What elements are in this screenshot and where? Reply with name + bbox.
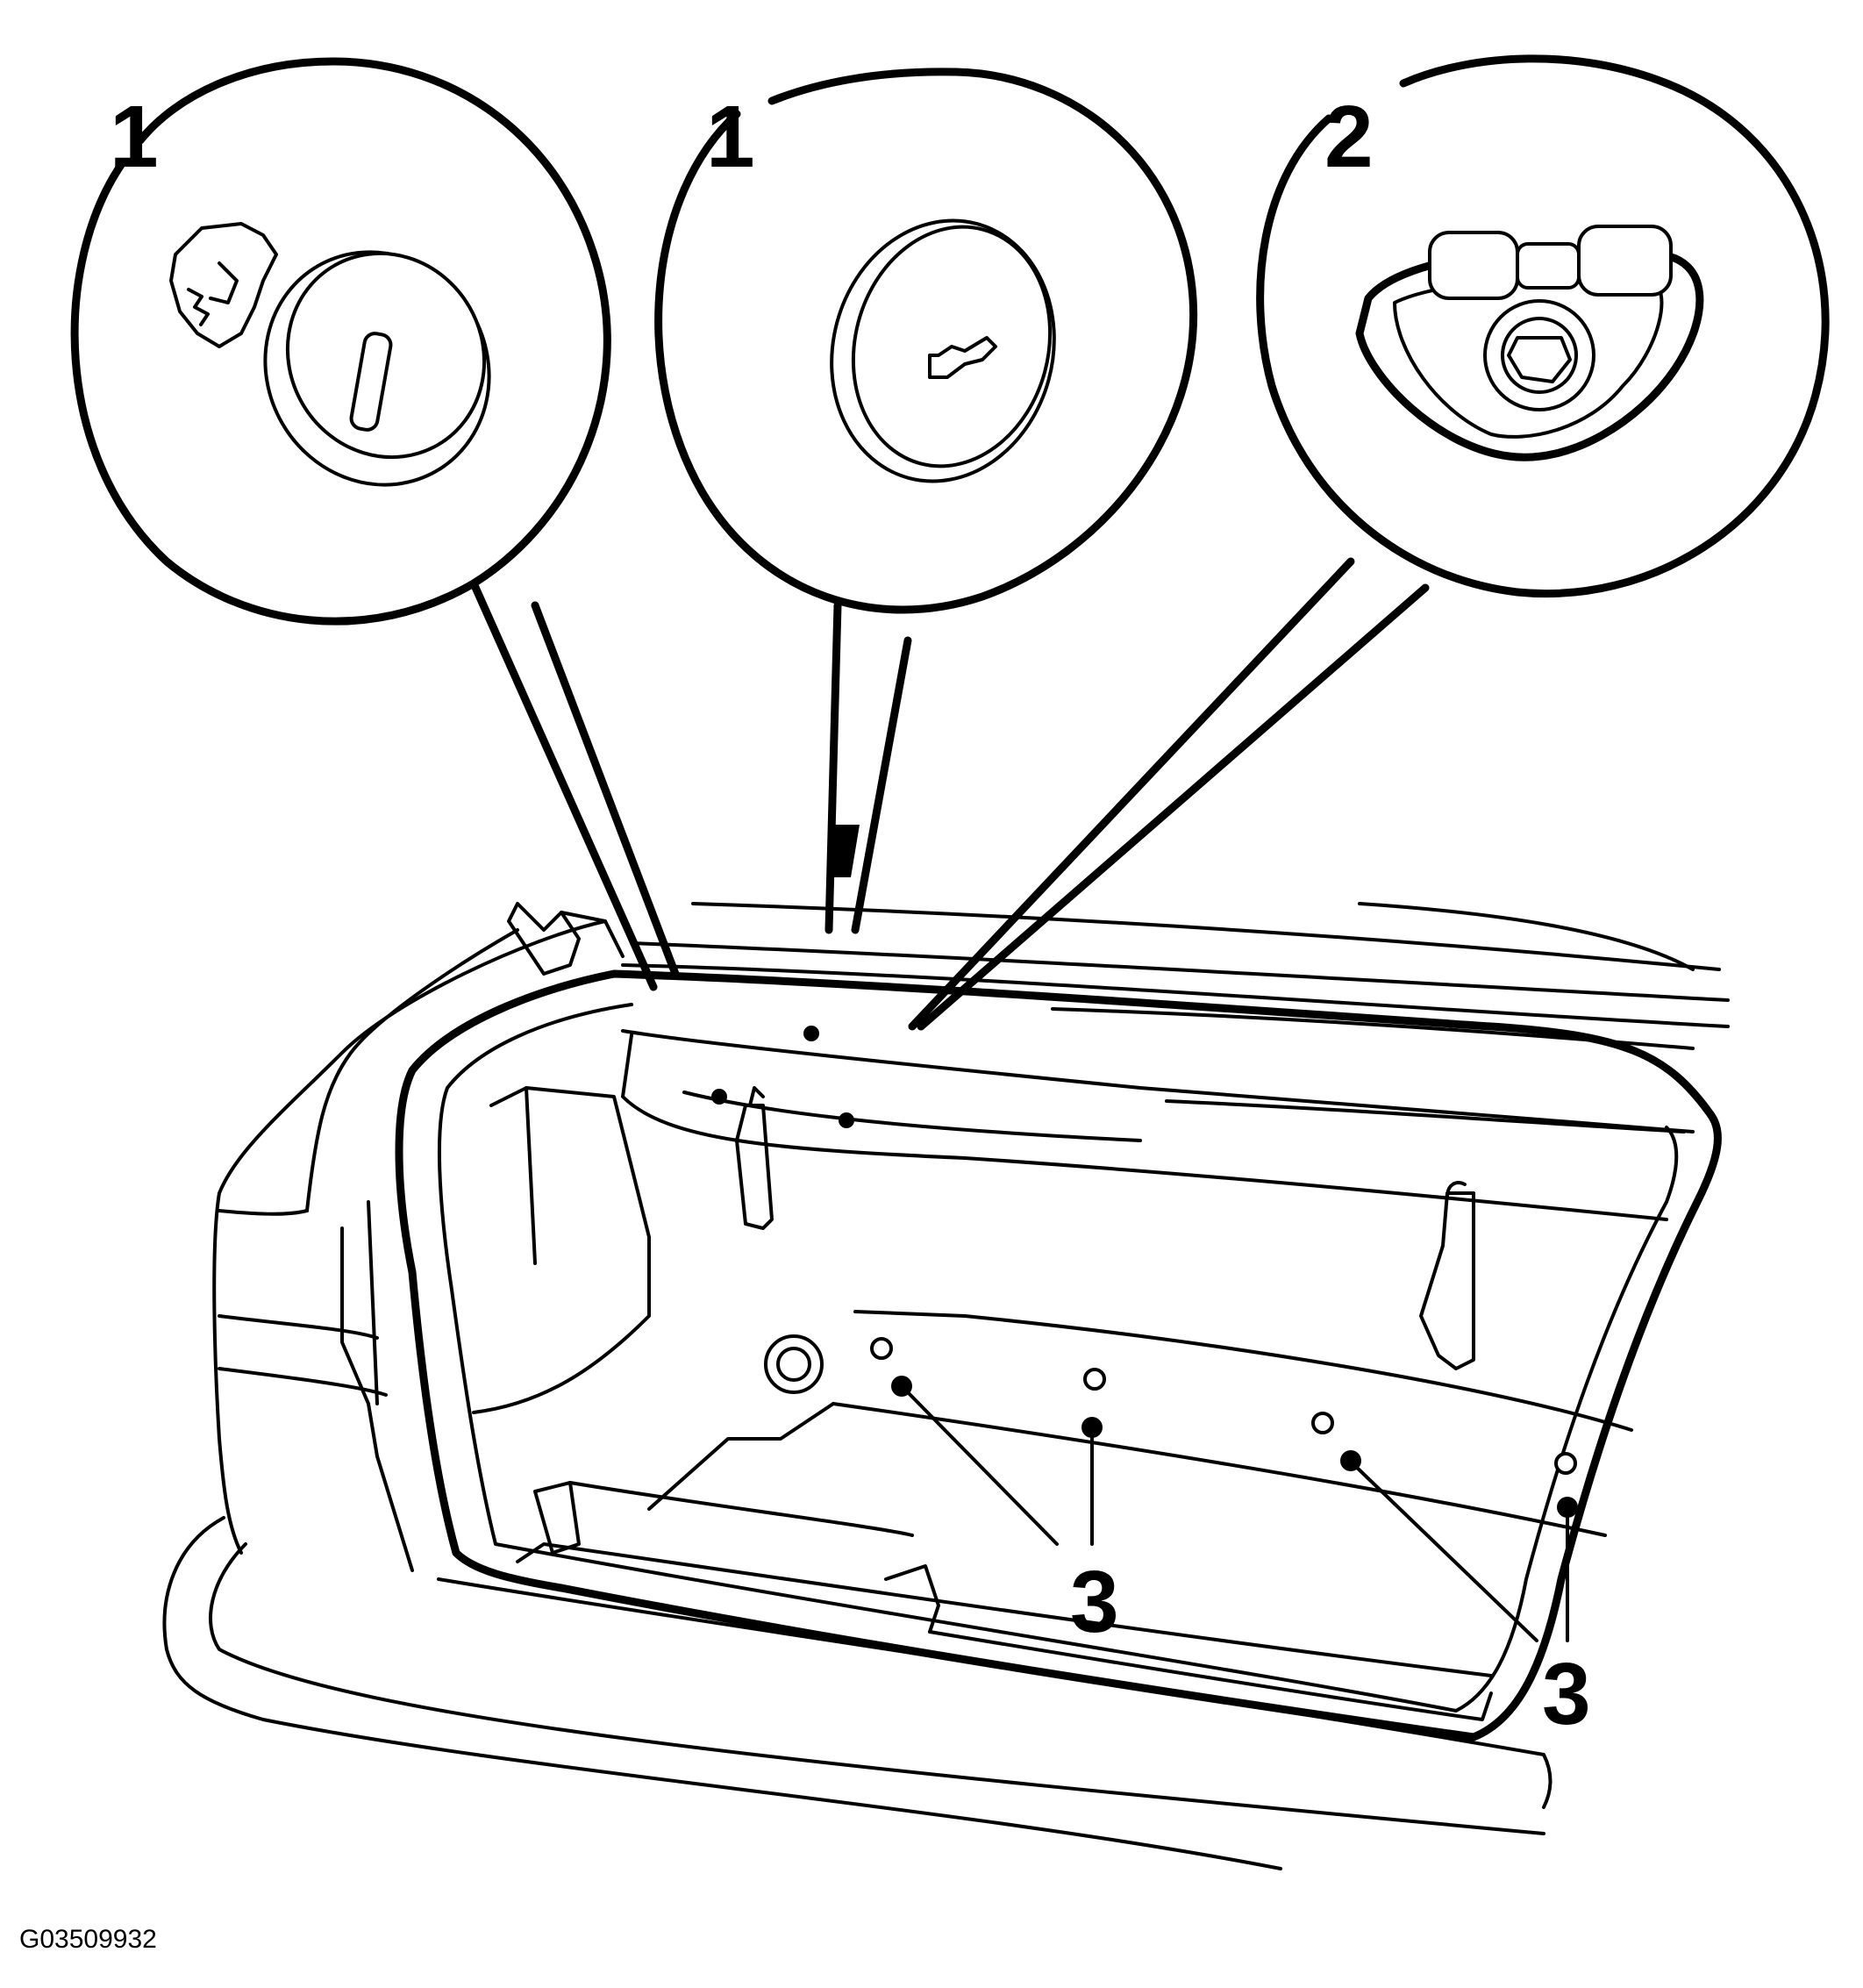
callout-1-round-cap: 1 — [706, 88, 755, 186]
trunk-body — [162, 902, 1730, 1870]
detail-circle-push-clip — [70, 57, 680, 991]
callout-3-right: 3 — [1542, 1645, 1591, 1743]
callout-2-tie-down: 2 — [1324, 88, 1374, 186]
callout-1-push-clip: 1 — [110, 88, 159, 186]
detail-circle-round-cap — [654, 68, 1198, 934]
round-cap-icon — [830, 218, 1056, 483]
callout-3-left: 3 — [1070, 1553, 1119, 1651]
detail-circle-tie-down — [908, 54, 1830, 1031]
fastener-group-right — [1311, 1412, 1578, 1642]
figure-id: G03509932 — [19, 1925, 157, 1954]
push-clip-icon — [169, 222, 491, 487]
tie-down-eye-icon — [1355, 225, 1704, 461]
fastener-group-left — [870, 1337, 1106, 1546]
